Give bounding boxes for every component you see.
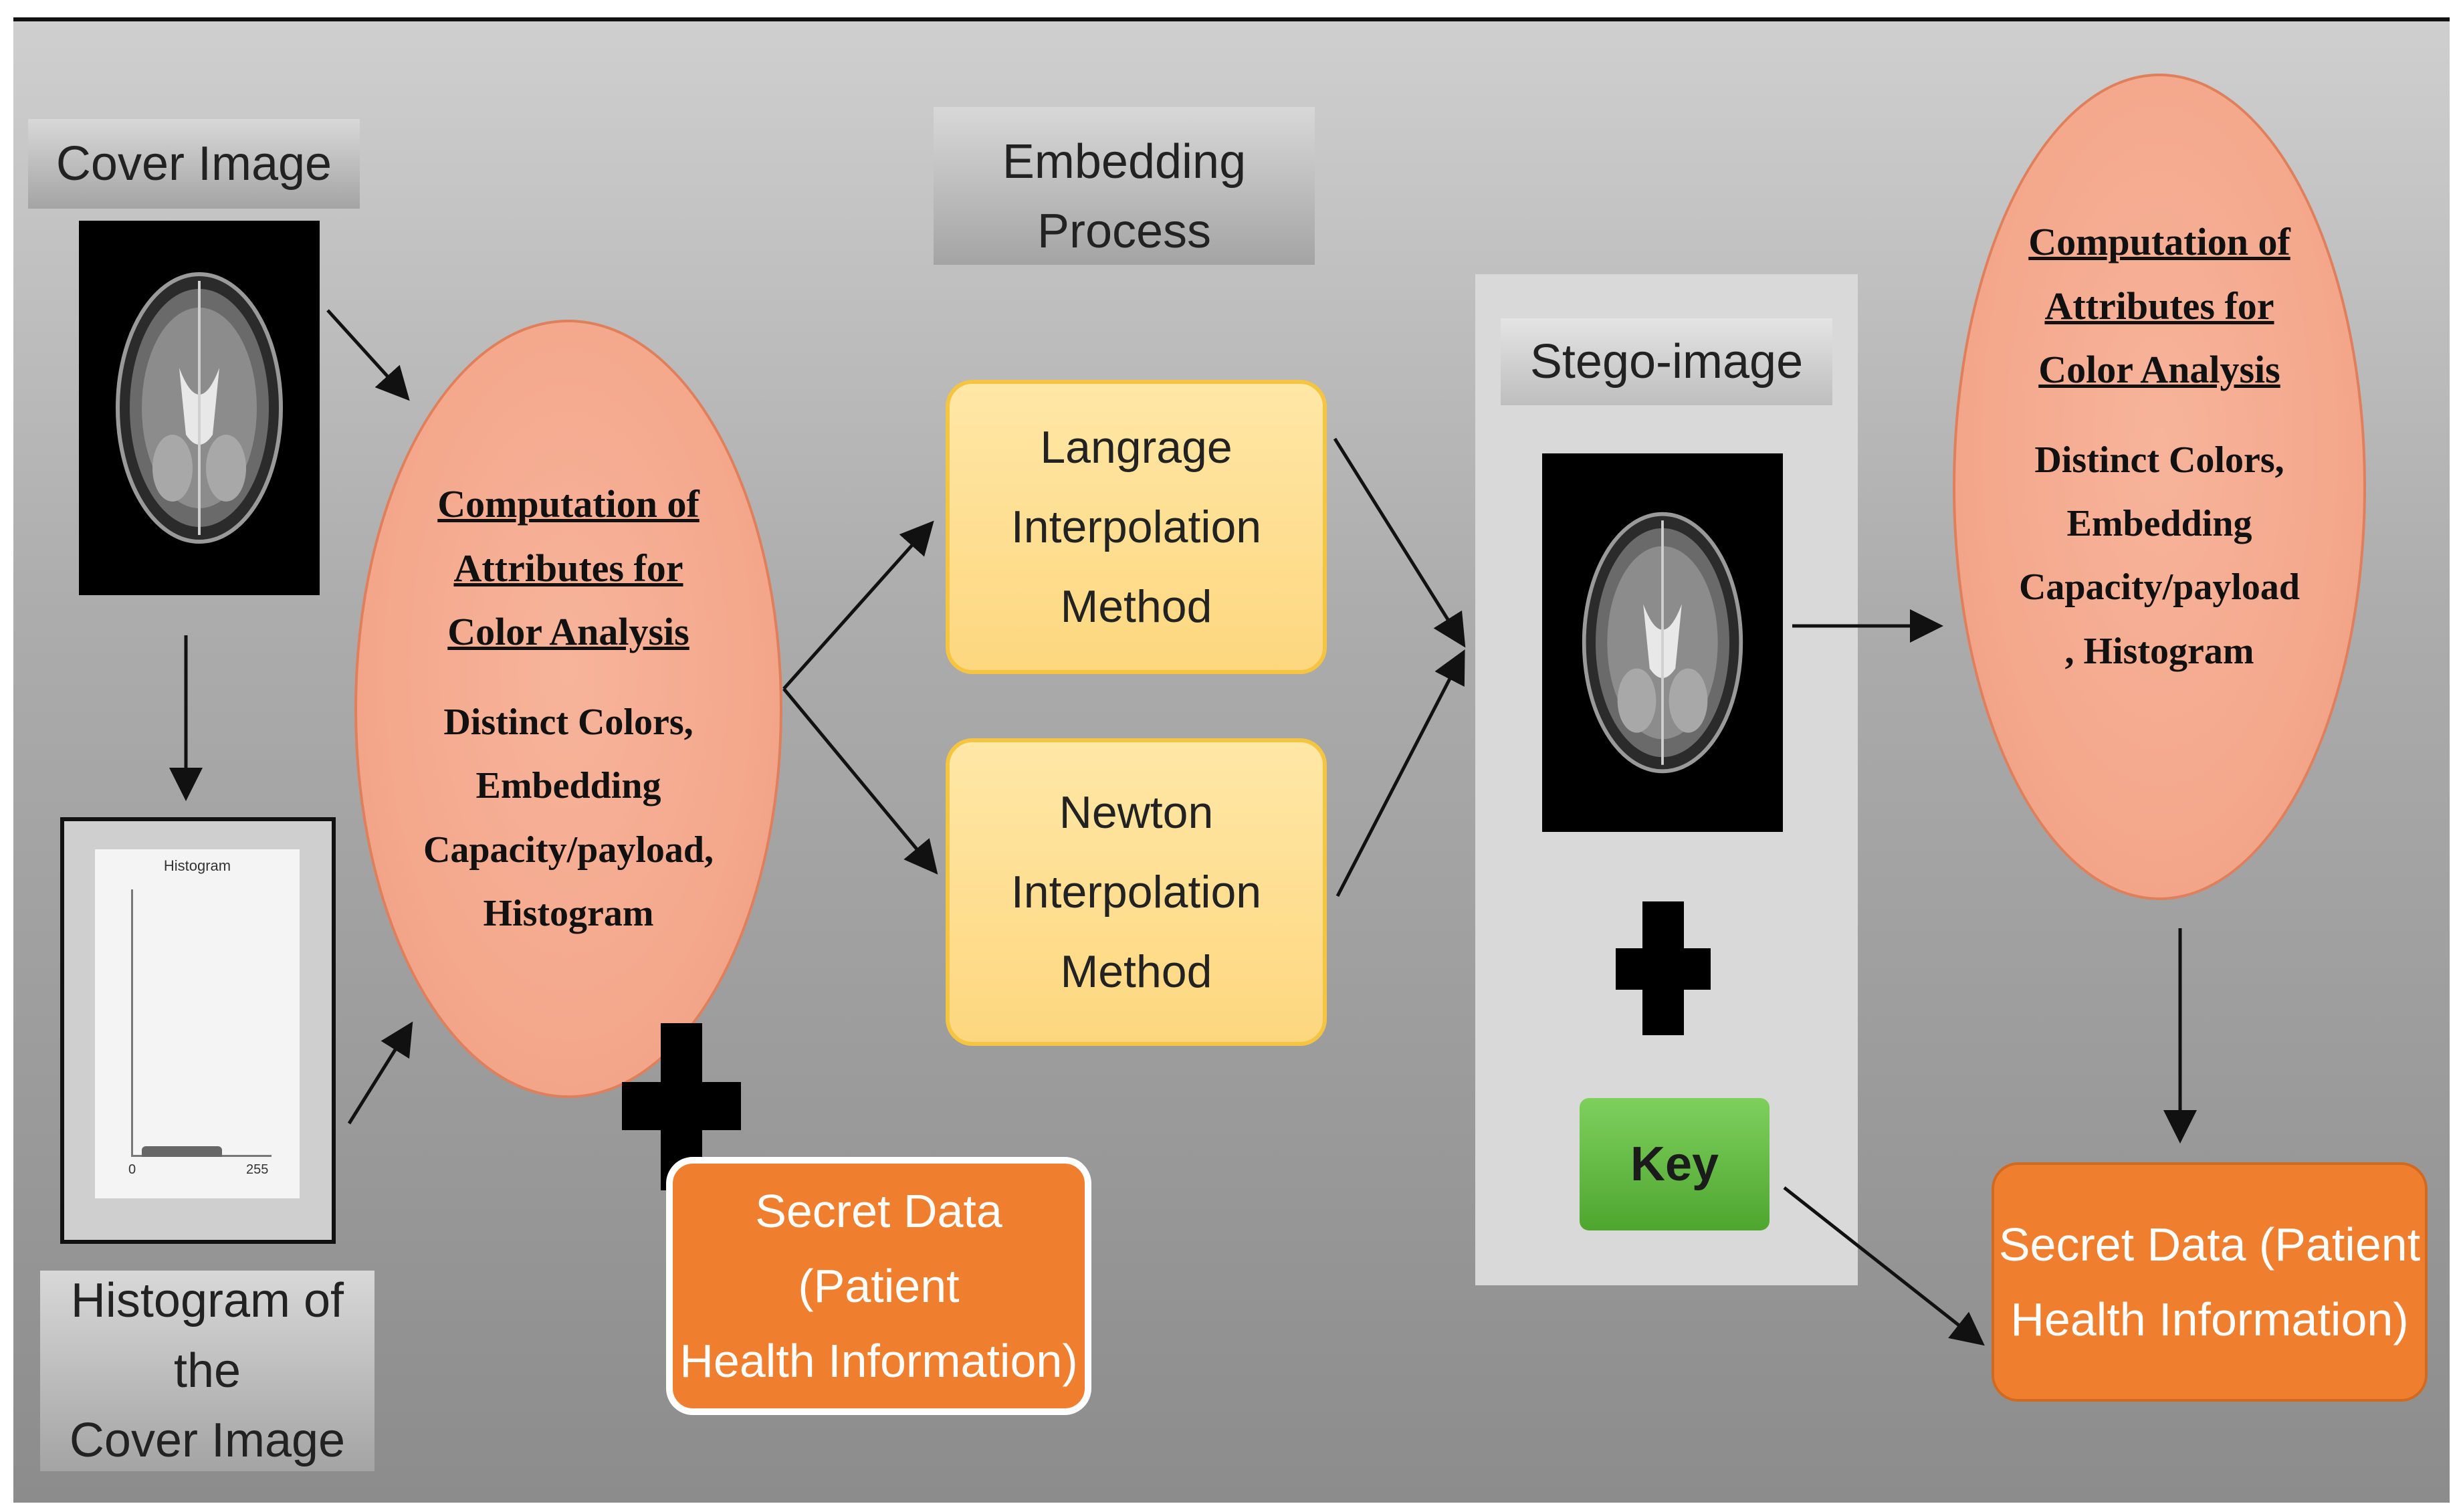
arrow-key-to-secret (1783, 1186, 1985, 1346)
arrow-newton-to-stego (1335, 649, 1465, 897)
histogram-title: Histogram (163, 857, 231, 874)
color-analysis-right: Computation of Attributes for Color Anal… (1953, 74, 2366, 900)
color-analysis-left: Computation of Attributes for Color Anal… (354, 320, 782, 1098)
lagrange-line-1: Langrage (1040, 421, 1233, 473)
analysis-right-body-4: , Histogram (2064, 630, 2254, 672)
key-label: Key (1630, 1138, 1719, 1191)
histogram-label: Histogram of the Cover Image (40, 1271, 374, 1471)
analysis-right-heading-2: Attributes for (2044, 284, 2274, 328)
analysis-left-body: Distinct Colors, Embedding Capacity/payl… (423, 691, 714, 946)
arrow-cover-to-analysis (326, 309, 410, 401)
analysis-left-body-1: Distinct Colors, (443, 701, 693, 744)
analysis-right-body-2: Embedding (2066, 503, 2252, 545)
arrow-analysis-to-lagrange (782, 520, 934, 690)
newton-method-box: Newton Interpolation Method (946, 738, 1327, 1046)
stego-panel: Stego-image Key (1475, 274, 1858, 1285)
secret-right-line-1: Secret Data (Patient (1998, 1218, 2421, 1271)
lagrange-method-box: Langrage Interpolation Method (946, 380, 1327, 674)
embedding-process-label: Embedding Process (934, 107, 1315, 265)
embedding-process-label-text: Embedding Process (1002, 135, 1247, 259)
analysis-left-body-4: Histogram (483, 892, 654, 934)
histogram-axis-min: 0 (128, 1162, 136, 1177)
arrow-histogram-to-analysis (347, 1021, 413, 1125)
newton-line-2: Interpolation (1010, 866, 1262, 917)
cover-image-label-text: Cover Image (56, 136, 332, 191)
plus-icon-stego-horizontal (1616, 948, 1711, 990)
histogram-axis-max: 255 (246, 1162, 269, 1177)
analysis-left-body-3: Capacity/payload, (423, 829, 714, 871)
secret-right-line-2: Health Information) (2010, 1293, 2409, 1345)
histogram-spike (142, 1146, 222, 1157)
arrow-lagrange-to-stego (1333, 437, 1466, 648)
newton-line-1: Newton (1059, 786, 1214, 838)
secret-data-right: Secret Data (Patient Health Information) (1992, 1162, 2428, 1402)
lagrange-line-3: Method (1060, 580, 1212, 632)
analysis-right-heading-3: Color Analysis (2038, 348, 2280, 392)
brain-scan-icon (116, 272, 283, 544)
analysis-right-body: Distinct Colors, Embedding Capacity/payl… (2019, 429, 2300, 683)
histogram-plot-area: Histogram 0 255 (95, 849, 300, 1198)
brain-scan-icon (1582, 512, 1743, 774)
analysis-left-heading-2: Attributes for (453, 546, 683, 590)
arrow-analysis-to-newton (782, 687, 938, 875)
analysis-right-body-3: Capacity/payload (2018, 566, 2300, 609)
stego-image-label: Stego-image (1501, 318, 1832, 405)
analysis-left-heading-1: Computation of (437, 482, 700, 526)
histogram-label-line1: Histogram of the (70, 1274, 344, 1398)
histogram-thumbnail: Histogram 0 255 (60, 817, 336, 1244)
histogram-label-line2: Cover Image (69, 1414, 346, 1468)
analysis-left-body-2: Embedding (475, 765, 661, 807)
analysis-right-body-1: Distinct Colors, (2034, 439, 2284, 481)
analysis-right-heading-1: Computation of (2028, 220, 2290, 263)
stego-brain-image (1542, 453, 1783, 832)
stego-image-label-text: Stego-image (1529, 334, 1804, 389)
cover-brain-image (79, 221, 320, 595)
lagrange-line-2: Interpolation (1010, 501, 1262, 552)
secret-data-left: Secret Data (Patient Health Information) (666, 1157, 1091, 1415)
plus-icon-left-horizontal (622, 1082, 741, 1130)
key-box: Key (1580, 1098, 1770, 1230)
secret-left-line-2: Health Information) (679, 1335, 1078, 1387)
secret-left-line-1: Secret Data (Patient (755, 1185, 1002, 1312)
cover-image-label: Cover Image (28, 119, 360, 209)
newton-line-3: Method (1060, 946, 1212, 997)
analysis-left-heading-3: Color Analysis (447, 610, 689, 654)
